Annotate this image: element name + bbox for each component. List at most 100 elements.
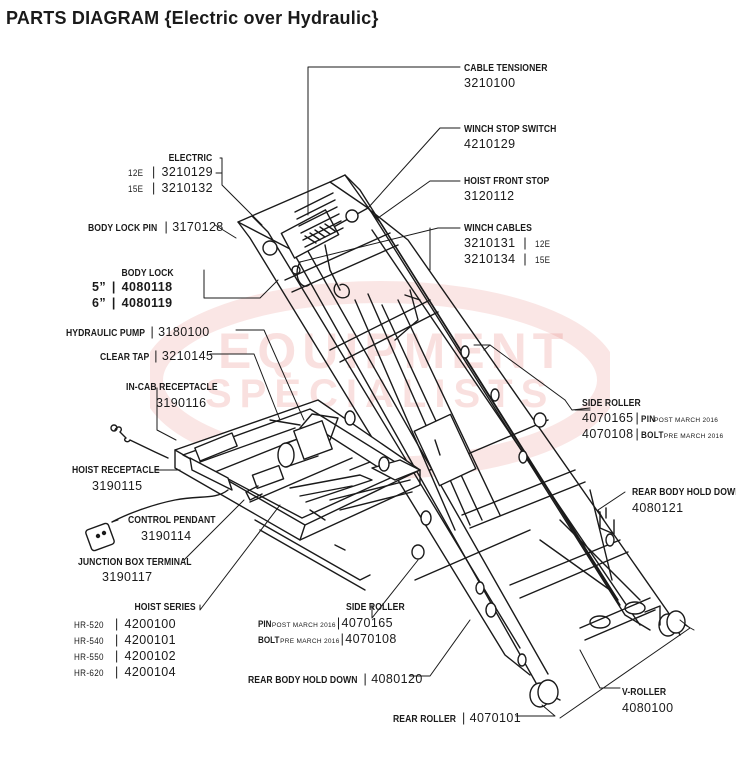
center-beams — [354, 289, 501, 531]
winch-stop-switch-label: WINCH STOP SWITCH — [464, 123, 557, 135]
hoist-series-model: HR-620 — [74, 668, 104, 679]
rollers — [344, 345, 686, 708]
winch-cables-part-b: 3210134 | 15E — [464, 252, 553, 266]
side-roller-right-bolt-note: PRE MARCH 2016 — [663, 433, 724, 440]
separator: | — [523, 236, 527, 250]
hoist-series-row-1: HR-540 | 4200101 — [74, 633, 176, 647]
hoist-series-part: 4200104 — [124, 665, 177, 679]
body-lock-part-b: 4080119 — [121, 296, 173, 310]
cable-tensioner-part: 3210100 — [464, 76, 516, 90]
side-roller-right-pin-label: PIN — [641, 414, 656, 425]
in-cab-receptacle-part: 3190116 — [156, 396, 207, 410]
separator: | — [111, 296, 116, 310]
junction-box-terminal-part: 3190117 — [102, 570, 153, 584]
winch-cables-model-b: 15E — [534, 255, 551, 266]
junction-box-terminal-label: JUNCTION BOX TERMINAL — [78, 556, 192, 568]
body-lock-pin-label: BODY LOCK PIN — [88, 222, 158, 234]
electric-model-a: 12E — [128, 168, 144, 179]
separator: | — [363, 672, 368, 686]
separator: | — [154, 349, 158, 363]
in-cab-receptacle-label: IN-CAB RECEPTACLE — [126, 381, 218, 393]
separator: | — [461, 711, 466, 725]
rear-body-hold-down-right-part: 4080121 — [632, 501, 684, 515]
side-roller-right-pin-row: 4070165|PINPOST MARCH 2016 — [582, 411, 718, 425]
electric-row-a: 12E | 3210129 — [128, 165, 213, 179]
control-pendant-label: CONTROL PENDANT — [128, 514, 216, 526]
side-roller-right-pin-note: POST MARCH 2016 — [654, 417, 719, 424]
separator: | — [151, 181, 156, 195]
rear-roller-row: REAR ROLLER |4070101 — [393, 709, 521, 727]
hoist-series-part: 4200102 — [124, 649, 177, 663]
side-roller-right-bolt-row: 4070108|BOLTPRE MARCH 2016 — [582, 427, 723, 441]
winch-cables-part-a: 3210131 | 12E — [464, 236, 553, 250]
separator: | — [635, 427, 640, 441]
rear-body-hold-down-center-part: 4080120 — [371, 672, 423, 686]
hydraulic-pump-part: 3180100 — [158, 325, 210, 339]
separator: | — [115, 649, 119, 663]
body-lock-pin-part: 3170128 — [172, 220, 224, 234]
body-lock-pin-row: BODY LOCK PIN|3170128 — [88, 218, 224, 236]
winch-stop-switch-part: 4210129 — [464, 137, 516, 151]
hydraulic-pump-row: HYDRAULIC PUMP |3180100 — [66, 323, 210, 341]
separator: | — [115, 665, 119, 679]
page-title: PARTS DIAGRAM {Electric over Hydraulic} — [6, 8, 379, 28]
electric-label: ELECTRIC — [168, 152, 212, 164]
hoist-series-model: HR-540 — [74, 636, 104, 647]
separator: | — [336, 616, 341, 630]
separator: | — [150, 325, 155, 339]
body-lock-label: BODY LOCK — [121, 267, 174, 279]
side-roller-right-pin-part: 4070165 — [582, 411, 634, 425]
side-roller-center-pin-note: POST MARCH 2016 — [271, 622, 336, 629]
body-lock-size-b: 6” — [92, 296, 107, 310]
hoist-receptacle-part: 3190115 — [92, 479, 143, 493]
separator: | — [523, 252, 527, 266]
hold-down-brackets — [599, 507, 661, 626]
cross-members — [284, 232, 641, 601]
electric-model-b: 15E — [128, 184, 144, 195]
side-roller-center-bolt-label: BOLT — [258, 635, 280, 646]
side-roller-center-label: SIDE ROLLER — [346, 601, 405, 613]
separator: | — [115, 617, 119, 631]
electric-part-b: 3210132 — [161, 181, 213, 195]
rear-roller-label: REAR ROLLER — [393, 713, 457, 725]
cable-tensioner-label: CABLE TENSIONER — [464, 62, 548, 74]
hoist-series-row-3: HR-620 | 4200104 — [74, 665, 176, 679]
separator: | — [115, 633, 119, 647]
hoist-front-stop-part: 3120112 — [464, 189, 515, 203]
clear-tap-part: 3210145 — [161, 349, 214, 363]
side-roller-right-label: SIDE ROLLER — [582, 397, 641, 409]
watermark-line1: EQUIPMENT — [218, 323, 570, 379]
separator: | — [111, 280, 116, 294]
control-pendant-drawing — [85, 489, 229, 552]
leader-lines — [111, 66, 695, 719]
separator: | — [151, 165, 156, 179]
body-lock-row-b: 6” | 4080119 — [92, 296, 172, 310]
side-roller-right-bolt-part: 4070108 — [582, 427, 634, 441]
rear-body-hold-down-right-label: REAR BODY HOLD DOWN — [632, 486, 736, 498]
hoist-series-row-2: HR-550 | 4200102 — [74, 649, 176, 663]
side-roller-center-bolt-part: 4070108 — [345, 632, 397, 646]
hydraulic-pump-drawing — [245, 413, 477, 521]
hoist-front-stop-label: HOIST FRONT STOP — [464, 175, 550, 187]
body-lock-row-a: 5” | 4080118 — [92, 280, 172, 294]
v-roller-label: V-ROLLER — [622, 686, 667, 698]
winch-cables-part-b-number: 3210134 — [464, 252, 516, 266]
side-roller-right-bolt-label: BOLT — [641, 430, 664, 441]
lower-base-frame — [174, 399, 421, 591]
control-pendant-part: 3190114 — [141, 529, 192, 543]
electric-row-b: 15E | 3210132 — [128, 181, 213, 195]
hydraulic-pump-label: HYDRAULIC PUMP — [66, 327, 146, 339]
winch-cables-part-a-number: 3210131 — [464, 236, 516, 250]
hoist-series-part: 4200101 — [124, 633, 177, 647]
body-lock-size-a: 5” — [92, 280, 107, 294]
hoist-series-label: HOIST SERIES — [134, 601, 196, 613]
electric-part-a: 3210129 — [161, 165, 213, 179]
clear-tap-label: CLEAR TAP — [100, 351, 150, 363]
rear-body-hold-down-center-row: REAR BODY HOLD DOWN |4080120 — [248, 670, 423, 688]
winch-cables-model-a: 12E — [534, 239, 551, 250]
rear-body-hold-down-center-label: REAR BODY HOLD DOWN — [248, 674, 358, 686]
rear-roller-part: 4070101 — [469, 711, 522, 725]
hoist-series-model: HR-520 — [74, 620, 104, 631]
